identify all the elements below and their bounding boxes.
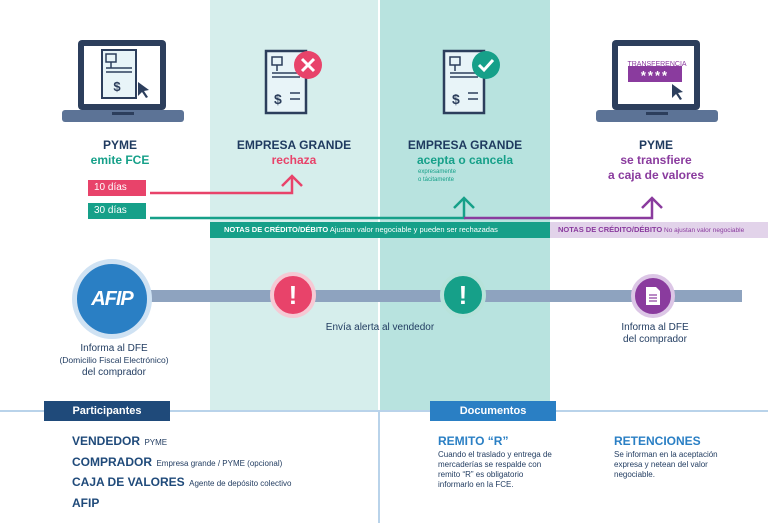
rechaza-title: EMPRESA GRANDE	[236, 138, 352, 152]
participant-name: COMPRADOR	[72, 455, 152, 469]
acepta-title: EMPRESA GRANDE	[407, 138, 523, 152]
document-accepted-icon	[442, 49, 500, 115]
participant-name: CAJA DE VALORES	[72, 475, 185, 489]
pyme-left-title: PYME	[102, 138, 137, 152]
document-node-caption-2: del comprador	[623, 334, 687, 345]
rechaza-action: rechaza	[271, 153, 317, 167]
tag-10-dias: 10 días	[88, 180, 146, 196]
transfer-screen-label: TRANSFERENCIA	[627, 61, 687, 68]
notes-bar-teal: NOTAS DE CRÉDITO/DÉBITO Ajustan valor ne…	[210, 222, 550, 238]
transfer-screen-mask: ****	[640, 68, 670, 83]
notes-teal-strong: NOTAS DE CRÉDITO/DÉBITO	[224, 225, 329, 234]
participant-afip: AFIP	[72, 494, 99, 512]
acepta-note-1: expresamente	[418, 169, 457, 175]
notes-bar-purple: NOTAS DE CRÉDITO/DÉBITO No ajustan valor…	[550, 222, 768, 238]
document-rejected-icon	[264, 49, 322, 115]
page-icon	[646, 287, 660, 305]
afip-caption-1: Informa al DFE	[80, 343, 148, 354]
alert-icon-red: !	[270, 272, 316, 318]
accepted-dollar: $	[452, 91, 460, 107]
acepta-action: acepta o cancela	[416, 153, 514, 167]
notes-purple-rest: No ajustan valor negociable	[662, 227, 745, 234]
document-node-caption-1: Informa al DFE	[621, 322, 689, 333]
pyme-left-action: emite FCE	[90, 153, 150, 167]
participants-header: Participantes	[44, 401, 170, 421]
laptop-icon-left	[62, 40, 184, 122]
rejected-dollar: $	[274, 91, 282, 107]
afip-logo-text: AFIP	[91, 287, 134, 310]
participant-vendedor: VENDEDOR PYME	[72, 432, 167, 450]
participant-desc: PYME	[144, 438, 168, 447]
remito-line: informarlo en la FCE.	[438, 480, 514, 489]
remito-line: Cuando el traslado y entrega de	[438, 450, 552, 459]
acepta-note-2: o tácitamente	[418, 177, 455, 183]
afip-caption-2: (Domicilio Fiscal Electrónico)	[59, 355, 169, 365]
retenciones-line: negociable.	[614, 470, 655, 479]
notes-teal-rest: Ajustan valor negociable y pueden ser re…	[328, 225, 498, 234]
participant-name: VENDEDOR	[72, 434, 141, 448]
laptop-dollar-left: $	[113, 79, 121, 94]
participant-desc: Agente de depósito colectivo	[189, 479, 292, 488]
bottom-vertical-divider	[378, 410, 380, 523]
participant-caja-de-valores: CAJA DE VALORES Agente de depósito colec…	[72, 473, 291, 491]
timeline-arrows	[150, 174, 663, 220]
retenciones-title: RETENCIONES	[614, 434, 701, 448]
retenciones-text: Se informan en la aceptación expresa y n…	[614, 450, 718, 480]
alert-symbol-teal: !	[458, 279, 468, 310]
participant-comprador: COMPRADOR Empresa grande / PYME (opciona…	[72, 453, 282, 471]
remito-line: remito “R” es obligatorio	[438, 470, 524, 479]
pyme-right-action-1: se transfiere	[620, 153, 692, 167]
pyme-right-action-2: a caja de valores	[607, 168, 705, 182]
retenciones-line: expresa y netean del valor	[614, 460, 708, 469]
participant-name: AFIP	[72, 496, 100, 510]
tag-30-dias: 30 días	[88, 203, 146, 219]
document-node-icon	[631, 274, 675, 318]
remito-text: Cuando el traslado y entrega de mercader…	[438, 450, 552, 490]
participant-desc: Empresa grande / PYME (opcional)	[156, 459, 283, 468]
alert-caption: Envía alerta al vendedor	[325, 322, 435, 333]
remito-line: mercaderías se respalde con	[438, 460, 542, 469]
alert-symbol-red: !	[288, 279, 298, 310]
pyme-right-title: PYME	[638, 138, 673, 152]
remito-title: REMITO “R”	[438, 434, 509, 448]
notes-purple-strong: NOTAS DE CRÉDITO/DÉBITO	[558, 225, 663, 234]
bottom-divider-line	[0, 410, 768, 412]
retenciones-line: Se informan en la aceptación	[614, 450, 718, 459]
afip-logo: AFIP	[72, 259, 152, 339]
documents-header: Documentos	[430, 401, 556, 421]
afip-caption-3: del comprador	[82, 367, 146, 378]
laptop-icon-right	[596, 40, 718, 122]
alert-icon-teal: !	[440, 272, 486, 318]
